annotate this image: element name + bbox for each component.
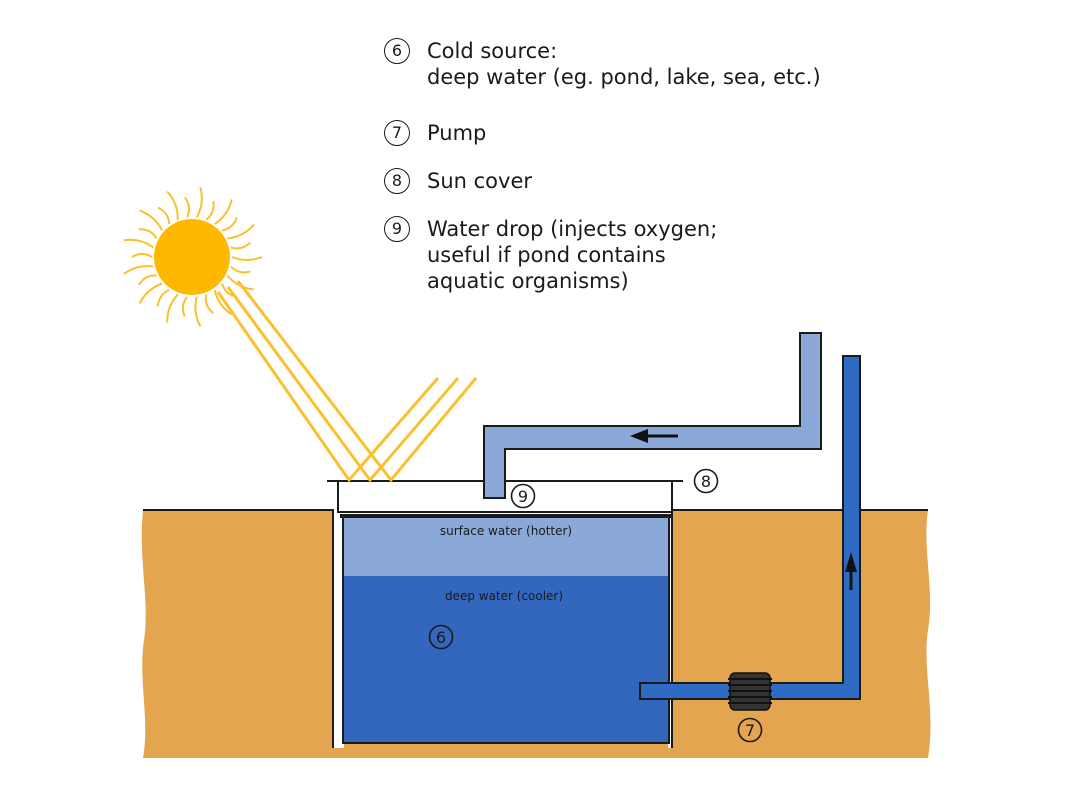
sun-flame <box>181 296 189 318</box>
number-marker: 9 <box>384 216 410 242</box>
legend-text: Pump <box>427 121 487 145</box>
sun-flame <box>194 296 202 327</box>
sun-flame <box>213 289 233 316</box>
sun-flame <box>220 283 238 298</box>
legend-text: Cold source: deep water (eg. pond, lake,… <box>427 39 821 89</box>
legend-item-pump: 7 Pump <box>384 120 944 146</box>
return-pipe <box>483 332 822 499</box>
sun-flame <box>166 190 179 220</box>
legend-text: Sun cover <box>427 169 532 193</box>
svg-text:9: 9 <box>518 487 528 506</box>
number-marker: 7 <box>384 120 410 146</box>
arrow-left-icon <box>630 429 678 443</box>
sun-flame <box>123 265 154 275</box>
sun-icon <box>123 187 263 327</box>
supply-pipe <box>639 355 861 700</box>
marker-pump: 7 <box>737 717 763 743</box>
deep-water <box>343 576 669 743</box>
legend-text: Water drop (injects oxygen; useful if po… <box>427 217 718 293</box>
sun-flame <box>227 223 255 240</box>
svg-text:7: 7 <box>745 721 755 740</box>
sun-flame <box>221 216 238 232</box>
legend-item-sun-cover: 8 Sun cover <box>384 168 944 194</box>
surface-water <box>343 517 669 576</box>
sun-flame <box>231 256 263 261</box>
sun-flame <box>205 200 215 221</box>
sun-flame <box>214 199 233 225</box>
sun-rays <box>216 280 478 483</box>
number-marker: 8 <box>384 168 410 194</box>
sun-flame <box>230 265 251 274</box>
marker-water-drop: 9 <box>510 483 536 509</box>
svg-text:6: 6 <box>436 628 446 647</box>
legend-item-water-drop: 9 Water drop (injects oxygen; useful if … <box>384 216 944 294</box>
pump-icon <box>728 672 772 711</box>
sun-flame <box>226 274 255 291</box>
sun-flame <box>166 293 179 323</box>
sun-flame <box>230 241 252 250</box>
sun-flame <box>138 228 158 239</box>
legend-item-cold-source: 6 Cold source: deep water (eg. pond, lak… <box>384 38 944 90</box>
surface-water-label: surface water (hotter) <box>440 524 572 538</box>
marker-sun-cover: 8 <box>693 468 719 494</box>
pond-outline <box>342 517 670 744</box>
sun-flame <box>157 206 171 225</box>
number-marker: 6 <box>384 38 410 64</box>
sun-flame <box>139 209 163 231</box>
sun-flame <box>195 187 203 218</box>
sun-flame <box>123 238 154 249</box>
sun-flame <box>204 294 214 314</box>
sun-flame <box>183 196 191 218</box>
svg-text:8: 8 <box>701 472 711 491</box>
sun-flame <box>138 274 157 286</box>
marker-cold-source: 6 <box>428 624 454 650</box>
deep-water-label: deep water (cooler) <box>445 589 563 603</box>
legend: 6 Cold source: deep water (eg. pond, lak… <box>384 38 944 324</box>
sun-flame <box>156 288 170 307</box>
arrow-up-icon <box>845 552 857 590</box>
sun-flame <box>138 282 163 304</box>
sun-flame <box>131 253 153 258</box>
